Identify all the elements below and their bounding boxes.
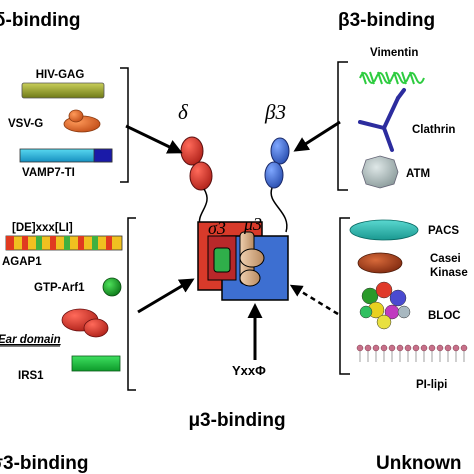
delta-label: δ: [178, 100, 189, 124]
pi-lipid-shape: [356, 344, 468, 362]
bloc-shape: [359, 281, 411, 330]
beta3-binding-group: Vimentin Clathrin ATM: [337, 47, 455, 191]
gtp-arf1-label: GTP-Arf1: [34, 282, 85, 294]
atm-shape: [361, 155, 399, 189]
arrow-beta3-binding: [293, 120, 341, 152]
unknown-header: Unknown: [376, 453, 462, 474]
sigma3-subunit: [213, 247, 231, 273]
sigma3-group-bracket: [127, 217, 136, 391]
beta3-binding-header: β3-binding: [338, 10, 435, 31]
vimentin-shape: [359, 71, 425, 85]
irs1-label: IRS1: [18, 370, 44, 382]
mu3-subunit: [239, 231, 265, 287]
pacs-shape: [349, 219, 419, 241]
arrow-delta-binding: [125, 124, 183, 154]
sigma3-binding-header: σ3-binding: [0, 453, 88, 474]
clathrin-shape: [358, 88, 406, 152]
sigma3-label: σ3: [208, 218, 226, 238]
ap3-complex: δ β3 σ3 μ3: [178, 100, 290, 301]
delta-ear-upper: [180, 136, 204, 166]
agap1-label: AGAP1: [2, 256, 42, 268]
casein-label: Casei: [430, 253, 461, 265]
vamp7-ti-label: VAMP7-TI: [22, 167, 75, 179]
beta3-label: β3: [264, 100, 286, 124]
irs1-shape: [71, 355, 121, 372]
beta3-group-bracket: [337, 61, 348, 191]
arrow-sigma3-binding: [137, 278, 195, 314]
casein-kinase-shape: [357, 252, 403, 274]
delta-ear-lower: [189, 161, 213, 191]
vimentin-label: Vimentin: [370, 47, 418, 59]
agap1-shape: [5, 235, 123, 251]
mu3-label: μ3: [243, 214, 262, 234]
vsv-g-label: VSV-G: [8, 118, 43, 130]
beta3-hinge: [270, 187, 288, 233]
ear-domain-label: Ear domain: [0, 334, 61, 346]
dexxxli-motif-label: [DE]xxx[LI]: [12, 222, 73, 234]
delta-core-fold: [207, 235, 237, 281]
clathrin-label: Clathrin: [412, 124, 455, 136]
mu3-binding-header: μ3-binding: [188, 410, 285, 431]
delta-group-bracket: [120, 67, 129, 183]
atm-label: ATM: [406, 168, 430, 180]
hiv-gag-label: HIV-GAG: [36, 69, 85, 81]
kinase-label: Kinase: [430, 267, 468, 279]
delta-hinge: [198, 188, 208, 227]
hiv-gag-shape: [21, 82, 105, 99]
unknown-group: PACS Casei Kinase BLOC: [339, 217, 468, 391]
bloc-label: BLOC: [428, 310, 461, 322]
delta-binding-header: δ-binding: [0, 10, 80, 31]
beta3-ear-lower: [264, 161, 284, 189]
vamp7-ti-domain: [93, 148, 113, 163]
pacs-label: PACS: [428, 225, 459, 237]
beta3-ear-upper: [270, 137, 290, 165]
pi-lipid-label: PI-lipi: [416, 379, 447, 391]
unknown-group-bracket: [339, 217, 350, 375]
arrow-unknown-binding: [289, 284, 339, 316]
vsv-g-shape: [63, 109, 101, 133]
sigma3-binding-group: [DE]xxx[LI] AGAP1 GTP-Arf1 Ear domain IR…: [0, 217, 136, 391]
ear-domain-shape: [61, 308, 109, 338]
yxxphi-motif-label: YxxΦ: [232, 363, 266, 378]
gtp-arf1-shape: [102, 277, 122, 297]
delta-binding-group: HIV-GAG VSV-G VAMP7-TI: [8, 67, 129, 183]
